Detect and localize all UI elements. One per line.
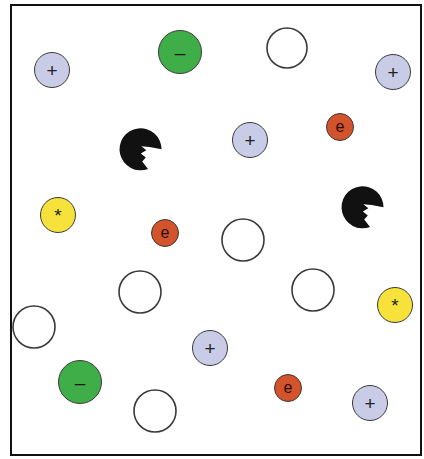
particle-symbol: + bbox=[46, 61, 57, 80]
empty-particle bbox=[222, 219, 264, 261]
particle-symbol: + bbox=[244, 131, 255, 150]
empty-particle bbox=[267, 28, 307, 68]
enzyme-shape bbox=[114, 122, 167, 175]
particle-symbol: – bbox=[175, 43, 186, 62]
negative-ion: – bbox=[158, 30, 202, 74]
particle-symbol: + bbox=[204, 339, 215, 358]
empty-particle bbox=[134, 390, 176, 432]
positive-ion: + bbox=[352, 385, 388, 421]
enzyme-shape bbox=[336, 180, 389, 233]
empty-particle bbox=[119, 271, 161, 313]
positive-ion: + bbox=[232, 122, 268, 158]
empty-particles bbox=[13, 28, 334, 432]
particle-symbol: * bbox=[391, 296, 398, 315]
radical-particle: * bbox=[40, 197, 76, 233]
positive-ion: + bbox=[34, 52, 70, 88]
container-frame bbox=[11, 5, 421, 455]
electron: e bbox=[274, 374, 302, 402]
particle-symbol: * bbox=[54, 206, 61, 225]
particle-symbol: e bbox=[161, 225, 170, 241]
electron: e bbox=[151, 219, 179, 247]
particle-symbol: e bbox=[336, 119, 345, 135]
particle-symbol: + bbox=[387, 63, 398, 82]
electron: e bbox=[326, 113, 354, 141]
empty-particle bbox=[13, 306, 55, 348]
positive-ion: + bbox=[375, 54, 411, 90]
particle-symbol: + bbox=[364, 394, 375, 413]
particle-symbol: – bbox=[75, 373, 86, 392]
radical-particle: * bbox=[377, 287, 413, 323]
positive-ion: + bbox=[192, 330, 228, 366]
negative-ion: – bbox=[58, 360, 102, 404]
particle-symbol: e bbox=[284, 380, 293, 396]
empty-particle bbox=[292, 269, 334, 311]
